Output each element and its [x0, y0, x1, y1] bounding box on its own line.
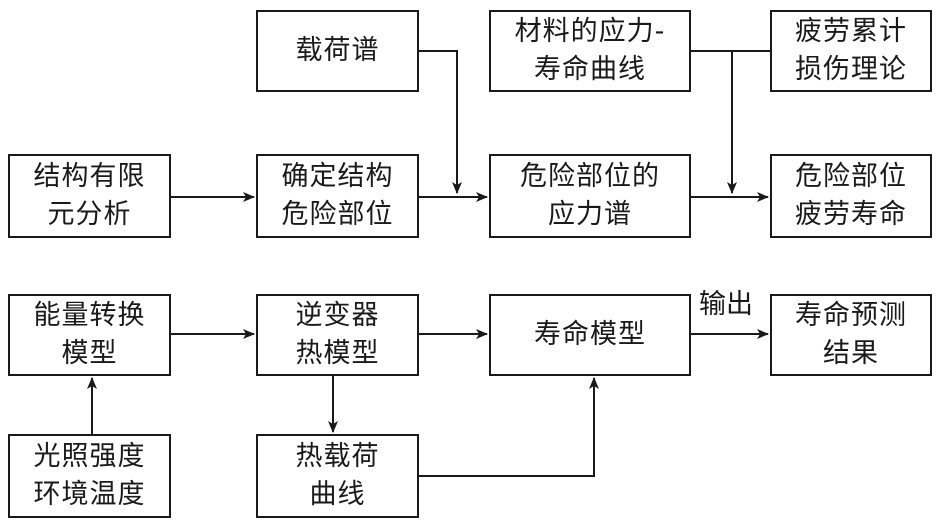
box-label-line: 危险部位的	[520, 161, 660, 192]
box-label-line: 疲劳累计	[795, 16, 907, 47]
box-label-line: 能量转换	[33, 300, 146, 331]
box-label-line: 疲劳寿命	[795, 199, 907, 230]
inverter-thermal-model-box: 逆变器 热模型	[256, 294, 419, 376]
box-label-line: 结果	[823, 338, 879, 369]
critical-location-box: 确定结构 危险部位	[256, 154, 419, 238]
material-sn-curve-box: 材料的应力- 寿命曲线	[489, 10, 691, 92]
fea-box: 结构有限 元分析	[8, 154, 171, 238]
box-label-line: 寿命模型	[534, 319, 646, 350]
box-label-line: 确定结构	[281, 161, 394, 192]
energy-conversion-box: 能量转换 模型	[8, 294, 171, 376]
life-model-box: 寿命模型	[489, 294, 691, 376]
box-label-line: 曲线	[309, 479, 366, 510]
fatigue-life-box: 危险部位 疲劳寿命	[770, 154, 932, 238]
box-label-line: 逆变器	[295, 300, 380, 331]
arrow-thermal-load-to-life-model	[419, 377, 599, 477]
load-spectrum-box: 载荷谱	[256, 10, 419, 92]
box-label-line: 元分析	[47, 199, 132, 230]
box-label-line: 模型	[61, 338, 118, 369]
box-label-line: 结构有限	[33, 161, 146, 192]
thermal-load-curve-box: 热载荷 曲线	[256, 434, 419, 518]
box-label-line: 光照强度	[33, 441, 146, 472]
box-label-line: 环境温度	[33, 479, 146, 510]
box-label-line: 材料的应力-	[514, 16, 666, 47]
box-label-line: 载荷谱	[295, 35, 380, 66]
life-prediction-result-box: 寿命预测 结果	[770, 294, 932, 376]
box-label-line: 寿命曲线	[534, 54, 646, 85]
box-label-line: 危险部位	[281, 199, 394, 230]
box-label-line: 损伤理论	[795, 54, 907, 85]
damage-theory-box: 疲劳累计 损伤理论	[770, 10, 932, 92]
stress-spectrum-box: 危险部位的 应力谱	[489, 154, 691, 238]
environment-input-box: 光照强度 环境温度	[8, 434, 171, 518]
arrow-load-spectrum-to-stress-spectrum	[419, 50, 462, 194]
box-label-line: 应力谱	[548, 199, 632, 230]
box-label-line: 寿命预测	[795, 300, 907, 331]
box-label-line: 热模型	[295, 338, 380, 369]
box-label-line: 热载荷	[295, 441, 380, 472]
box-label-line: 危险部位	[795, 161, 907, 192]
output-edge-label: 输出	[699, 289, 753, 320]
